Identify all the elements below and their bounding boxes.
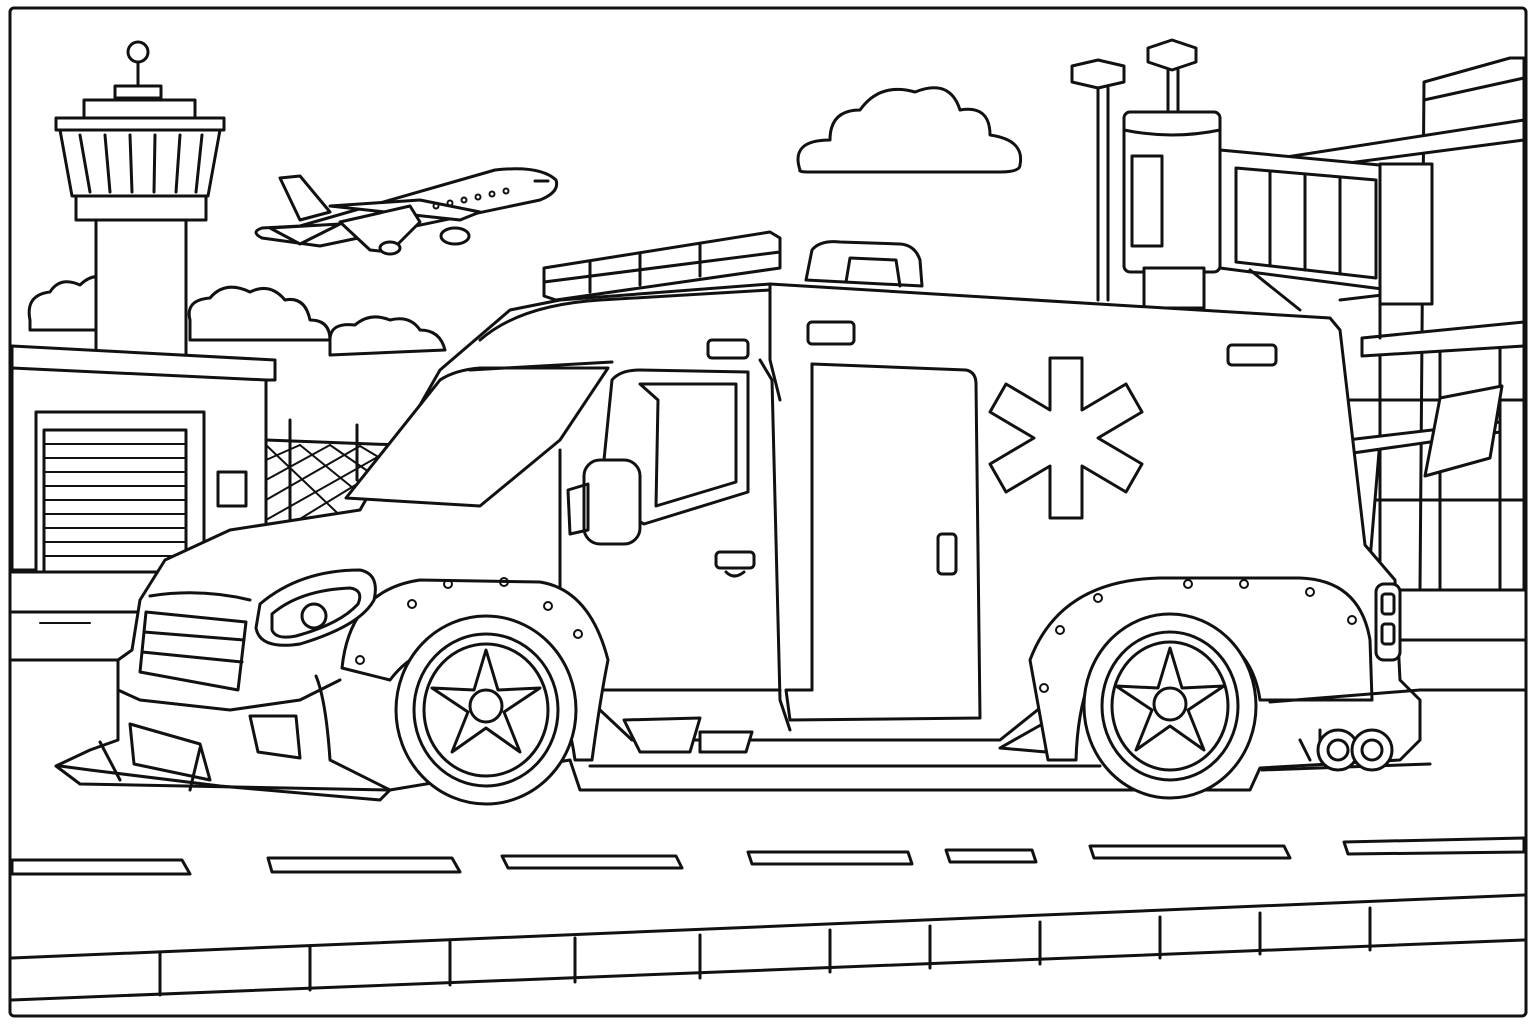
hangar [10,344,277,574]
tail-light [1374,582,1402,662]
front-grille [138,591,252,692]
exhaust-pipes [1260,688,1432,772]
side-mirror [566,458,642,546]
chain-link-fence [264,418,402,532]
side-door [784,362,982,722]
front-bumper [58,674,392,802]
windshield [344,366,610,508]
roof-vent [804,240,924,288]
headlight [254,568,377,647]
control-tower [54,40,226,362]
side-skirt [588,698,1102,768]
light-bar [542,230,782,302]
tarmac-lines [10,610,1526,692]
road-lane-markings [10,836,1526,876]
page-border [8,6,1528,1018]
rear-wheel [1082,612,1258,800]
ambulance [54,230,1504,806]
curb [10,893,1526,1002]
star-of-life-icon [988,356,1144,520]
light-poles [1070,38,1198,302]
cloud [796,86,1023,174]
cab-door-handle [714,550,756,570]
side-door-handle [936,532,958,576]
front-wheel [394,614,578,806]
airplane [254,167,559,256]
